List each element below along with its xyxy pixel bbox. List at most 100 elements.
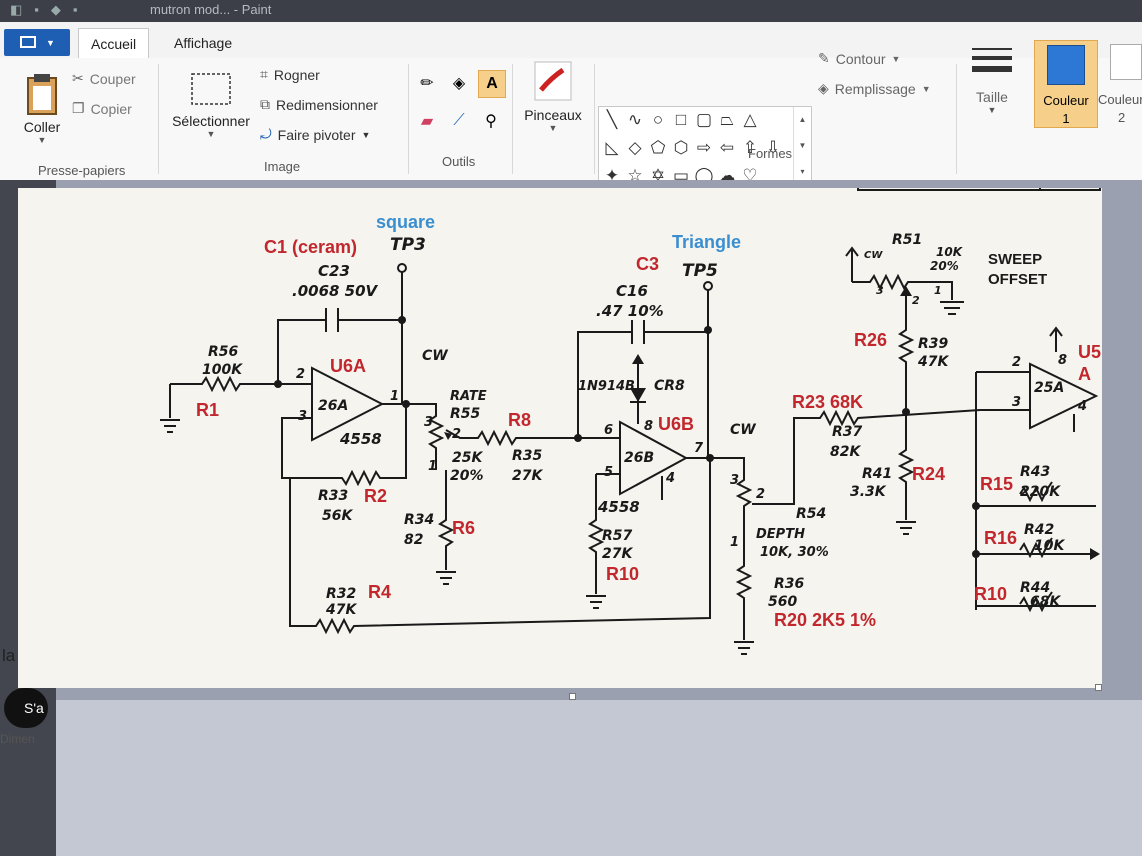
- chevron-down-icon: ▼: [46, 38, 55, 48]
- pentagon-shape-icon[interactable]: ⬠: [650, 138, 666, 157]
- tab-view[interactable]: Affichage: [174, 35, 233, 51]
- polygon-shape-icon[interactable]: ⏢: [720, 110, 734, 129]
- group-divider: [594, 64, 595, 174]
- label-diode: 1N914B: [578, 379, 635, 394]
- label-cw-1: CW: [422, 348, 448, 364]
- fill-icon: ◈: [818, 80, 829, 96]
- label-r41-value: 3.3K: [850, 484, 887, 500]
- brushes-button[interactable]: Pinceaux ▼: [518, 58, 588, 133]
- color-picker-icon[interactable]: ⟋: [453, 112, 465, 129]
- oval-shape-icon[interactable]: ○: [652, 110, 664, 129]
- resize-handle-corner[interactable]: [1095, 684, 1102, 691]
- color2-number: 2: [1118, 110, 1126, 125]
- color1-number: 1: [1062, 111, 1070, 126]
- rotate-button[interactable]: ⤾ Faire pivoter ▼: [260, 126, 370, 143]
- select-button[interactable]: Sélectionner ▼: [166, 70, 256, 139]
- label-depth-value: 10K, 30%: [760, 545, 829, 560]
- hexagon-shape-icon[interactable]: ⬡: [673, 138, 689, 157]
- line-shape-icon[interactable]: ╲: [606, 110, 618, 129]
- label-c23-value: .0068 50V: [292, 282, 379, 300]
- label-r57: R57: [602, 528, 633, 544]
- rounded-rect-shape-icon[interactable]: ▢: [695, 110, 713, 129]
- label-r34-value: 82: [404, 532, 423, 548]
- tp3-terminal: [397, 263, 407, 273]
- color2-button[interactable]: Couleur 2: [1098, 40, 1142, 126]
- op-amp-u5a: [1029, 362, 1099, 430]
- label-r10: R10: [606, 564, 639, 584]
- magnifier-icon[interactable]: ⚲: [485, 113, 497, 130]
- pin-number: 3: [876, 284, 884, 297]
- group-divider: [408, 64, 409, 174]
- chevron-down-icon: ▼: [206, 129, 216, 139]
- up-arrow-shape-icon[interactable]: ⇧: [742, 138, 758, 157]
- color1-button[interactable]: Couleur 1: [1034, 40, 1098, 128]
- pin-number: 3: [1012, 395, 1021, 410]
- pencil-icon[interactable]: ✏: [420, 75, 434, 92]
- file-menu-button[interactable]: ▼: [4, 29, 70, 56]
- shapes-scrollbar[interactable]: ▲▼▾: [793, 107, 811, 191]
- color2-swatch: [1110, 44, 1142, 80]
- right-arrow-icon: [1090, 548, 1100, 560]
- fill-bucket-icon[interactable]: ◈: [452, 75, 466, 92]
- label-u6a-chip: 4558: [339, 430, 382, 448]
- paste-button[interactable]: Coller ▼: [14, 72, 70, 145]
- pin-number: 7: [694, 441, 704, 456]
- pin-number: 1: [730, 535, 739, 550]
- pin-number: 2: [452, 427, 461, 442]
- resize-label: Redimensionner: [276, 96, 378, 113]
- drawing-canvas[interactable]: square Triangle C1 (ceram) C3 U6A U6B U5…: [18, 172, 1102, 700]
- label-r33-value: 56K: [322, 508, 353, 524]
- shapes-group-label: Formes: [748, 146, 793, 161]
- pin-number: 4: [1077, 399, 1087, 414]
- right-triangle-shape-icon[interactable]: ◺: [605, 138, 619, 157]
- label-r24: R24: [912, 464, 945, 484]
- label-r10b: R10: [974, 584, 1007, 604]
- rotate-label: Faire pivoter: [277, 126, 356, 143]
- text-tool-icon[interactable]: A: [478, 70, 506, 98]
- tp5-terminal: [703, 281, 713, 291]
- pin-number: 2: [1012, 355, 1021, 370]
- label-r39: R39: [918, 336, 949, 352]
- label-triangle: Triangle: [672, 232, 741, 252]
- label-r33: R33: [318, 488, 348, 504]
- chevron-down-icon: ▼: [361, 129, 371, 140]
- crop-button[interactable]: ⌗ Rogner: [260, 66, 320, 83]
- copy-label: Copier: [90, 100, 132, 117]
- pin-number: 8: [1058, 353, 1067, 368]
- left-arrow-shape-icon[interactable]: ⇦: [719, 138, 735, 157]
- tab-home[interactable]: Accueil: [78, 28, 150, 59]
- diamond-shape-icon[interactable]: ◇: [628, 138, 642, 157]
- down-arrow-shape-icon[interactable]: ⇩: [765, 138, 781, 157]
- up-arrow-icon: [632, 354, 644, 364]
- label-r1: R1: [196, 400, 219, 420]
- resize-handle-bottom[interactable]: [569, 693, 576, 700]
- size-button[interactable]: Taille ▼: [964, 44, 1020, 115]
- triangle-shape-icon[interactable]: △: [743, 110, 757, 129]
- rectangle-shape-icon[interactable]: □: [675, 110, 687, 129]
- resize-button[interactable]: ⧉ Redimensionner: [260, 96, 378, 113]
- pin-number: 3: [424, 415, 433, 430]
- line-width-icon: [972, 48, 1012, 72]
- outline-button[interactable]: ✎ Contour ▼: [818, 50, 900, 67]
- r41-resistor: [896, 412, 916, 535]
- junction-dot: [704, 326, 712, 334]
- background-button[interactable]: S'a: [4, 688, 48, 728]
- label-r44-value: 68K: [1030, 594, 1061, 610]
- r55-potentiometer: [406, 403, 445, 470]
- file-menu-icon: [20, 36, 36, 48]
- label-r43-value: 220K: [1020, 484, 1061, 500]
- r57-resistor: [586, 474, 606, 609]
- shapes-gallery[interactable]: ╲ ∿ ○ □ ▢ ⏢ △ ◺ ◇ ⬠ ⬡ ⇨ ⇦ ⇧ ⇩ ✦ ☆ ✡ ▭ ◯ …: [598, 106, 812, 192]
- label-r51-tolerance: 20%: [930, 259, 959, 273]
- select-label: Sélectionner: [172, 113, 250, 129]
- fill-button[interactable]: ◈ Remplissage ▼: [818, 80, 931, 97]
- eraser-icon[interactable]: ▰: [420, 113, 434, 130]
- title-bar: ◧▪◆▪ mutron mod... - Paint: [0, 0, 1142, 22]
- cut-button[interactable]: ✂ Couper: [72, 70, 136, 87]
- quick-access-icons[interactable]: ◧▪◆▪: [10, 2, 90, 17]
- curve-shape-icon[interactable]: ∿: [627, 110, 643, 129]
- right-arrow-shape-icon[interactable]: ⇨: [696, 138, 712, 157]
- wiper-arrow: [444, 432, 452, 440]
- chevron-down-icon: ▼: [987, 105, 997, 115]
- copy-button[interactable]: ❐ Copier: [72, 100, 132, 117]
